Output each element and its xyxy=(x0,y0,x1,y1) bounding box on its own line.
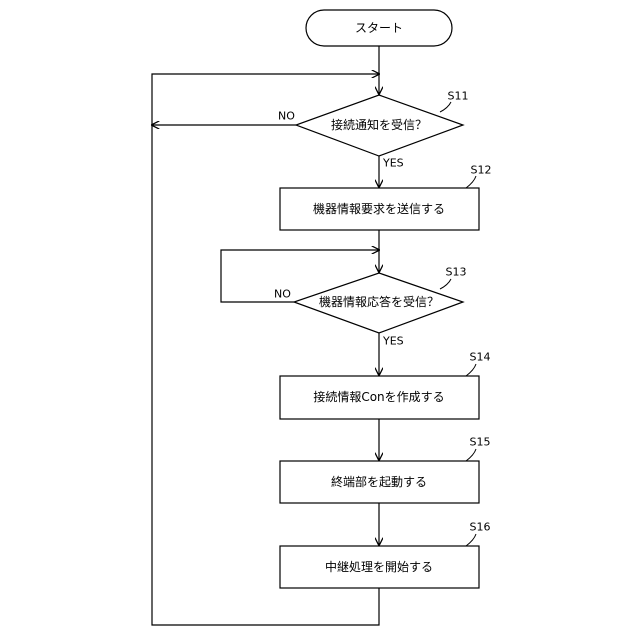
decision-s11-yes-label: YES xyxy=(382,157,404,170)
start-label: スタート xyxy=(355,21,403,35)
decision-s11-label: 接続通知を受信？ xyxy=(331,117,427,132)
decision-s13-yes-label: YES xyxy=(382,335,404,348)
step-id-s11: S11 xyxy=(448,90,469,103)
step-id-s12: S12 xyxy=(471,164,492,177)
step-id-s14: S14 xyxy=(470,351,491,364)
step-id-leader xyxy=(466,364,476,376)
process-s12-label: 機器情報要求を送信する xyxy=(313,201,445,216)
step-id-s15: S15 xyxy=(470,436,491,449)
decision-s13-no-label: NO xyxy=(274,288,291,301)
step-id-leader xyxy=(466,534,476,546)
step-id-leader xyxy=(440,279,451,289)
decision-s11-no-label: NO xyxy=(278,110,295,123)
step-id-leader xyxy=(440,102,451,112)
step-id-leader xyxy=(466,449,476,461)
process-s15-label: 終端部を起動する xyxy=(331,474,427,489)
step-id-leader xyxy=(466,176,476,188)
process-s16-label: 中継処理を開始する xyxy=(325,559,433,574)
step-id-s16: S16 xyxy=(470,521,491,534)
step-id-s13: S13 xyxy=(446,266,467,279)
decision-s13-label: 機器情報応答を受信？ xyxy=(319,294,439,309)
outer-loop-connector xyxy=(152,74,379,625)
process-s14-label: 接続情報Conを作成する xyxy=(313,389,444,404)
